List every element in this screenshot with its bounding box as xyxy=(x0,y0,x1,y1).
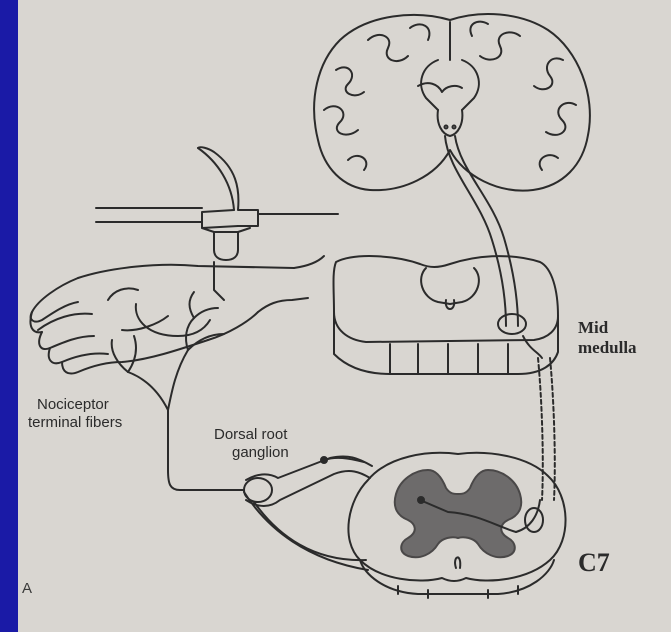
brain-section xyxy=(314,14,590,326)
panel-letter: A xyxy=(22,580,32,597)
dorsal-root-ganglion xyxy=(244,456,372,570)
hand-illustration xyxy=(30,256,324,374)
hammer-illustration xyxy=(96,147,338,260)
label-mid: Mid xyxy=(578,318,608,338)
spinal-cord-section xyxy=(348,453,565,598)
label-terminal-fibers: terminal fibers xyxy=(28,414,122,431)
label-medulla: medulla xyxy=(578,338,637,358)
label-nociceptor: Nociceptor xyxy=(37,396,109,413)
label-ganglion: ganglion xyxy=(232,444,289,461)
label-c7: C7 xyxy=(578,548,610,578)
nociceptor-fiber xyxy=(112,292,244,490)
label-dorsal-root: Dorsal root xyxy=(214,426,287,443)
pain-pathway-diagram xyxy=(18,0,671,632)
